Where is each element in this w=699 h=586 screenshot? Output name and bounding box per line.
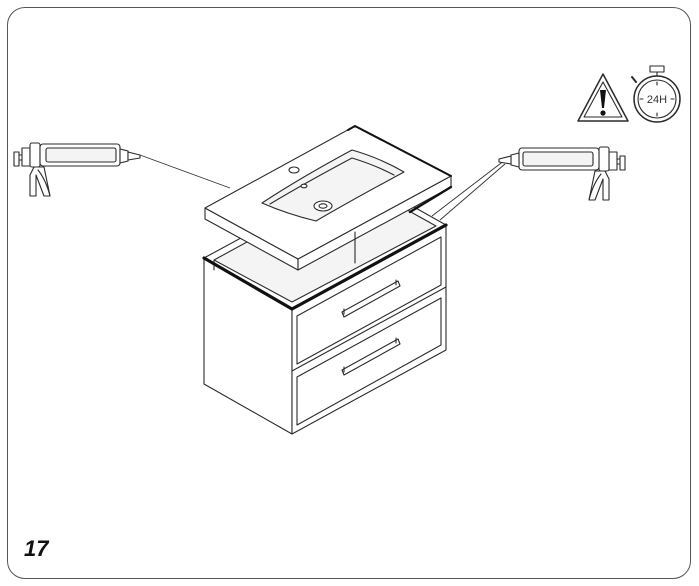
timer-label: 24H (647, 94, 667, 106)
stopwatch-icon: 24H (631, 65, 681, 123)
upper-drawer (296, 236, 442, 365)
leader-line-right-2 (439, 163, 506, 221)
overflow-hole (300, 183, 308, 189)
lower-drawer (296, 297, 442, 426)
sink-drain (313, 200, 333, 212)
panel-frame (7, 7, 691, 579)
sealant-bead-cabinet (202, 223, 448, 311)
step-number: 17 (24, 536, 49, 561)
caulking-gun-icon (498, 146, 626, 201)
drawer-divider (291, 286, 447, 372)
sealant-bead-top (408, 185, 453, 214)
upper-drawer-handle (341, 279, 401, 318)
lower-drawer-handle (341, 337, 401, 376)
leader-line-left (139, 154, 231, 189)
sink-bowl (261, 149, 405, 222)
warning-triangle-icon (577, 73, 629, 122)
basin-countertop (204, 125, 453, 271)
leader-line-right-1 (431, 159, 506, 217)
tap-hole (288, 166, 300, 174)
caulking-gun-icon (13, 142, 141, 197)
